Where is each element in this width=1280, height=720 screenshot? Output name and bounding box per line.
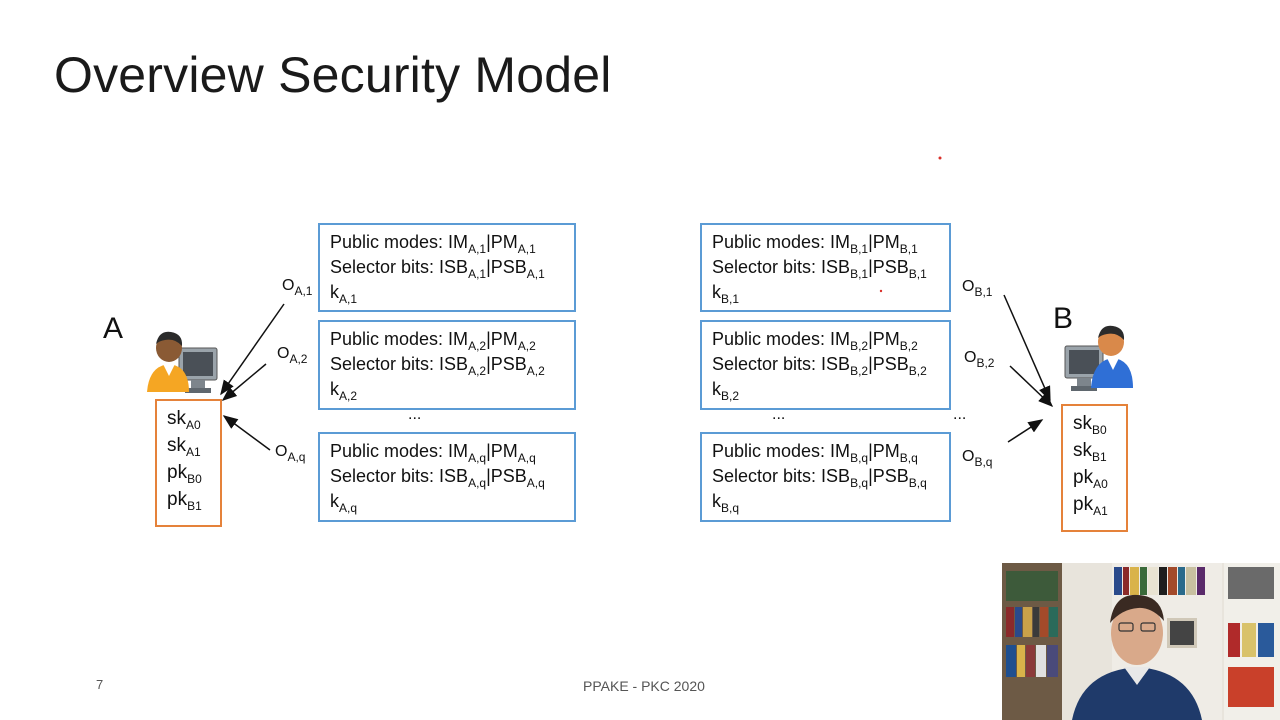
- arrow-oaq: [222, 415, 271, 451]
- key-entry: pkB0: [167, 462, 202, 486]
- oracle-a-q-label: OA,q: [275, 443, 306, 464]
- user-b-icon: [1064, 325, 1133, 391]
- user-a-icon: [147, 331, 218, 393]
- oracle-a-2-label: OA,2: [277, 345, 308, 366]
- session-box-a-q: Public modes: IMA,q|PMA,q Selector bits:…: [318, 432, 576, 522]
- key-entry: skA0: [167, 408, 201, 432]
- key-entry: skB0: [1073, 413, 1107, 437]
- oracle-a-1-label: OA,1: [282, 277, 313, 298]
- session-box-b-2: Public modes: IMB,2|PMB,2 Selector bits:…: [700, 320, 951, 410]
- slide-number: 7: [96, 677, 104, 692]
- slide-footer: PPAKE - PKC 2020: [583, 678, 705, 694]
- party-b-keys: skB0 skB1 pkA0 pkA1: [1061, 404, 1128, 532]
- session-box-a-1: Public modes: IMA,1|PMA,1 Selector bits:…: [318, 223, 576, 312]
- arrow-oa2: [221, 363, 267, 401]
- session-box-b-q: Public modes: IMB,q|PMB,q Selector bits:…: [700, 432, 951, 522]
- party-b-label: B: [1053, 302, 1074, 335]
- ellipsis-b: ...: [772, 406, 786, 423]
- party-a-keys: skA0 skA1 pkB0 pkB1: [155, 399, 222, 527]
- presenter-webcam: [1002, 563, 1280, 720]
- oracle-b-q-label: OB,q: [962, 448, 993, 469]
- oracle-b-1-label: OB,1: [962, 278, 993, 299]
- key-entry: pkA1: [1073, 494, 1108, 518]
- oracle-b-2-label: OB,2: [964, 349, 995, 370]
- arrow-ob2: [1009, 365, 1054, 408]
- ellipsis-a: ...: [408, 406, 422, 423]
- session-box-b-1: Public modes: IMB,1|PMB,1 Selector bits:…: [700, 223, 951, 312]
- arrow-ob1: [1003, 294, 1051, 402]
- key-entry: skB1: [1073, 440, 1107, 464]
- laser-dot: [938, 156, 942, 160]
- session-box-a-2: Public modes: IMA,2|PMA,2 Selector bits:…: [318, 320, 576, 410]
- ellipsis-b-oracles: ...: [953, 406, 967, 423]
- arrow-obq: [1007, 419, 1044, 443]
- key-entry: skA1: [167, 435, 201, 459]
- slide-title: Overview Security Model: [54, 47, 612, 103]
- arrow-oa1: [220, 303, 285, 396]
- key-entry: pkA0: [1073, 467, 1108, 491]
- key-entry: pkB1: [167, 489, 202, 513]
- laser-dot: [879, 289, 883, 293]
- webcam-feed-image: [1002, 563, 1280, 720]
- party-a-label: A: [103, 312, 124, 345]
